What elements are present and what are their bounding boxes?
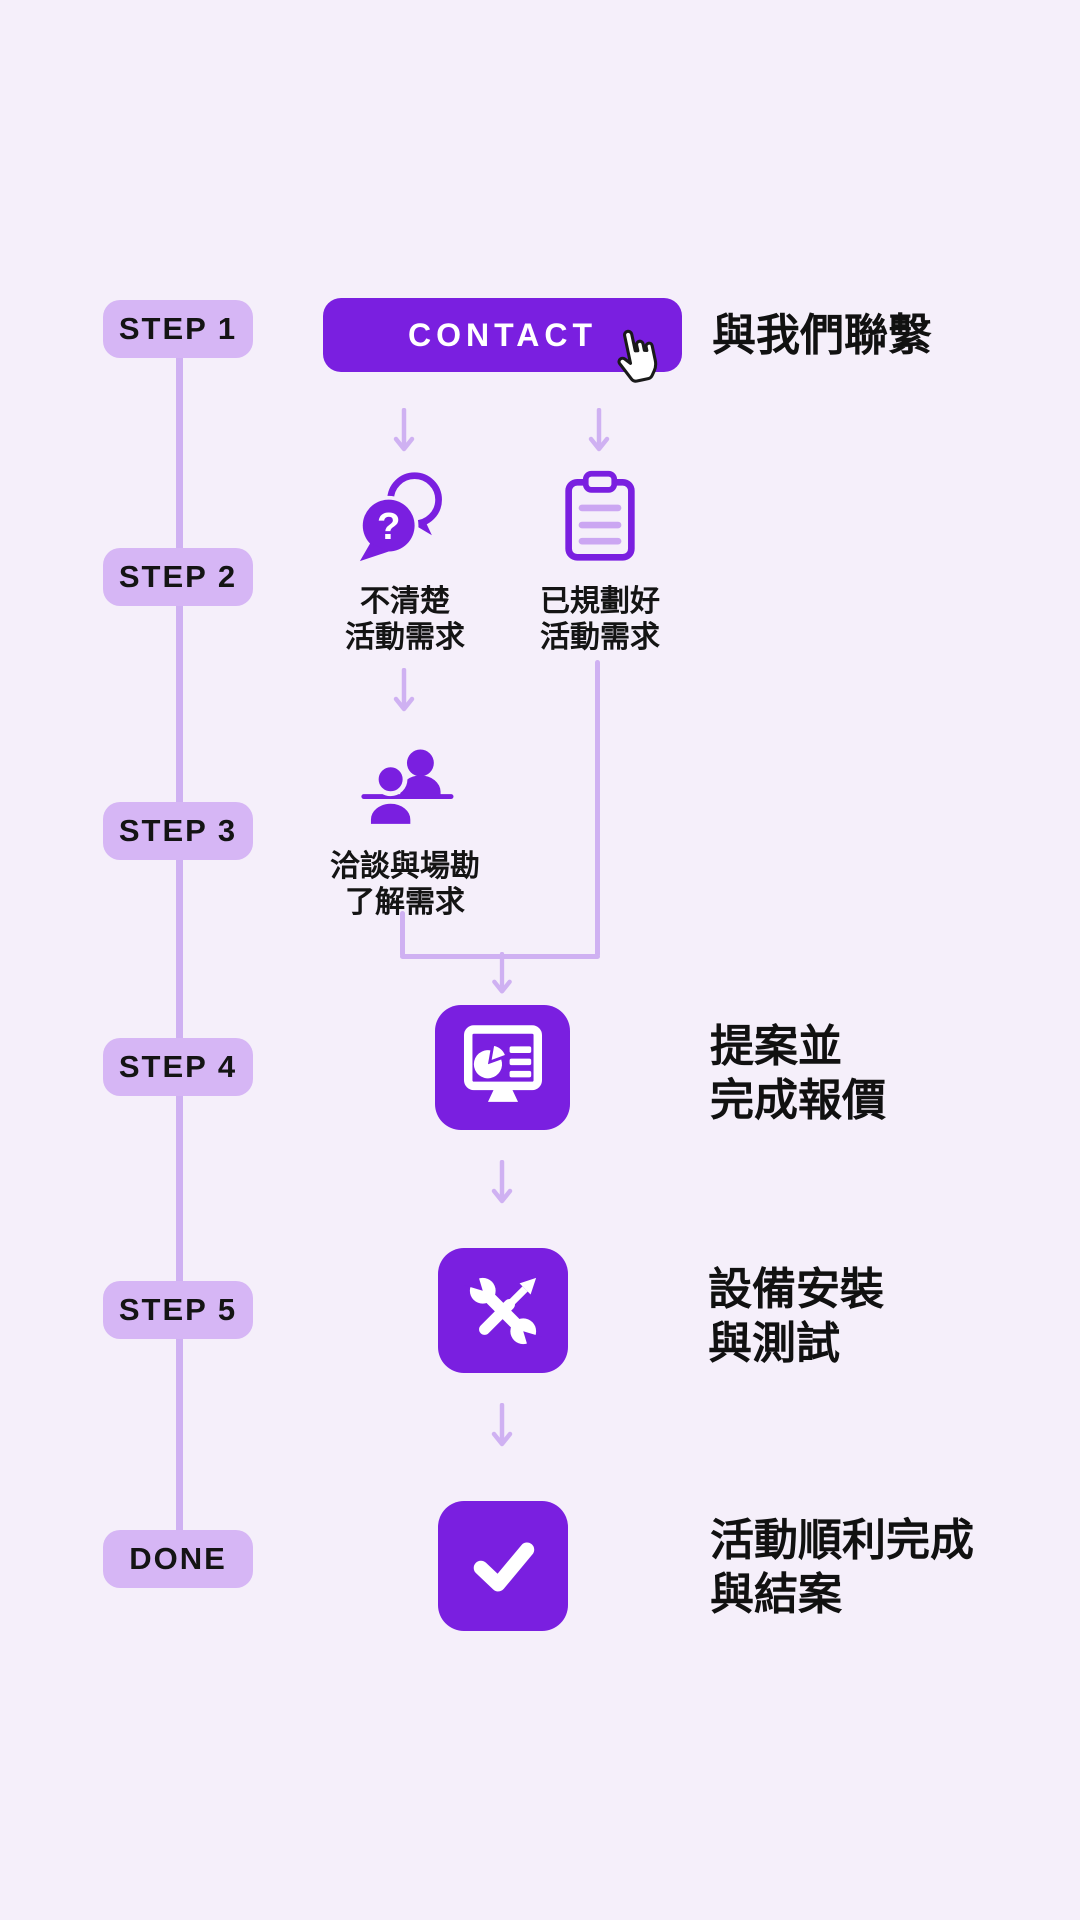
arrow-down-icon <box>492 952 512 994</box>
cursor-click-icon <box>617 329 658 383</box>
done-caption: 活動順利完成 與結案 <box>710 1516 974 1619</box>
step4-caption: 提案並 完成報價 <box>710 1022 886 1125</box>
step-badge-5: STEP 5 <box>103 1281 253 1339</box>
monitor-chart-icon <box>463 1024 542 1102</box>
step-badge-4: STEP 4 <box>103 1038 253 1096</box>
arrow-down-icon <box>588 408 610 452</box>
step-badge-3: STEP 3 <box>103 802 253 860</box>
svg-text:?: ? <box>377 505 400 548</box>
step4-iconbox <box>435 1005 570 1130</box>
step-badge-2: STEP 2 <box>103 548 253 606</box>
clipboard-icon <box>565 470 635 561</box>
timeline-line <box>176 330 183 1558</box>
arrow-down-icon <box>393 408 415 452</box>
step5-caption: 設備安裝 與測試 <box>708 1265 884 1368</box>
step3-label: 洽談與場勘 了解需求 <box>330 850 480 919</box>
arrow-down-icon <box>491 1403 513 1447</box>
arrow-down-icon <box>393 668 415 712</box>
branch-right-connector <box>595 660 600 957</box>
step-badge-1: STEP 1 <box>103 300 253 358</box>
checkmark-icon <box>473 1542 535 1592</box>
arrow-down-icon <box>491 1160 513 1204</box>
done-iconbox <box>438 1501 568 1631</box>
done-badge: DONE <box>103 1530 253 1588</box>
chat-question-icon: ? <box>358 472 442 562</box>
step1-caption: 與我們聯繫 <box>712 311 932 360</box>
contact-button[interactable]: CONTACT <box>323 298 682 372</box>
tools-icon <box>464 1271 542 1350</box>
contact-button-label: CONTACT <box>407 316 598 353</box>
branch-right-label: 已規劃好 活動需求 <box>540 585 660 654</box>
step5-iconbox <box>438 1248 568 1373</box>
branch-left-connector <box>400 911 405 957</box>
people-meeting-icon <box>361 749 454 829</box>
branch-left-label: 不清楚 活動需求 <box>345 585 465 654</box>
